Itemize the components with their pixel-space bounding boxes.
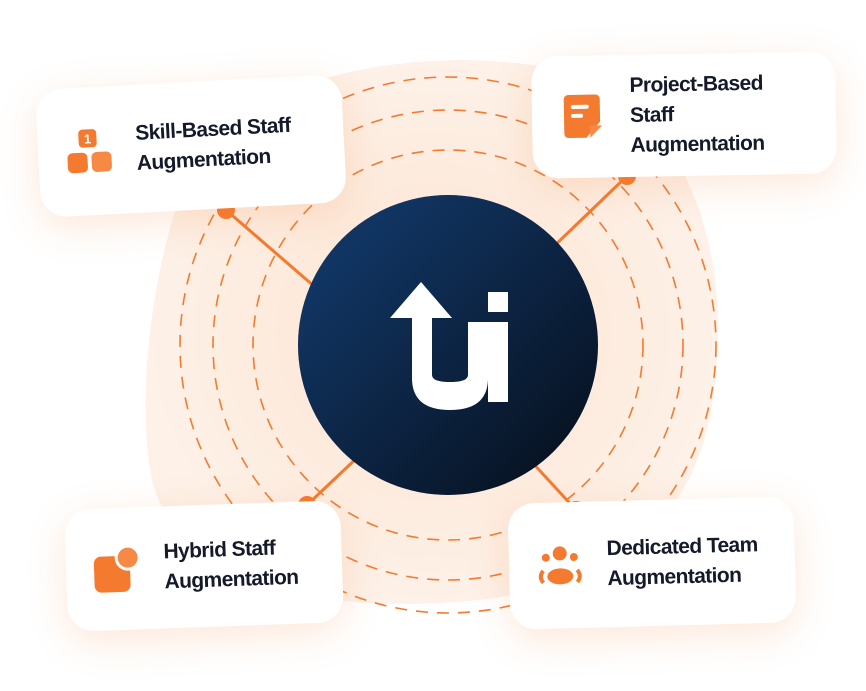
connector-line	[548, 174, 629, 252]
team-icon	[538, 546, 582, 585]
connector-line	[305, 453, 362, 507]
svg-text:1: 1	[83, 131, 91, 146]
dashed-ring-middle	[212, 109, 684, 581]
blocks-icon: 1	[67, 129, 112, 174]
hybrid-shapes-icon	[93, 544, 141, 593]
hub-circle	[298, 195, 598, 495]
document-icon	[563, 94, 603, 139]
dashed-ring-outer	[179, 76, 717, 614]
hub-logo	[390, 282, 508, 410]
dashed-ring-inner	[252, 149, 644, 541]
